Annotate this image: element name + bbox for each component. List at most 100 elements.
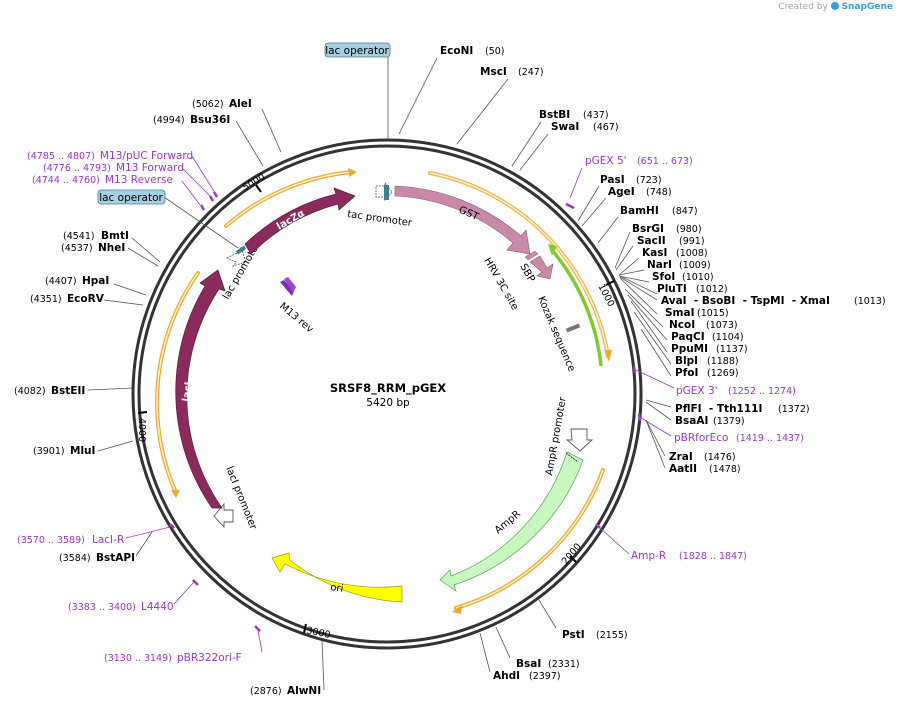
- primer-laci-r: LacI-R: [92, 534, 124, 546]
- tick-label-4000: 4000: [136, 418, 147, 442]
- primer-pbr322ori: pBR322ori-F: [177, 652, 242, 664]
- site-msci-pos: (247): [518, 67, 544, 78]
- orf-arrowhead-laci: [171, 490, 180, 498]
- site-bmti: BmtI: [101, 230, 129, 242]
- hrv-label: HRV 3C site: [481, 256, 520, 312]
- site-hpai: HpaI: [82, 275, 109, 287]
- site-mlui: MluI: [70, 445, 95, 457]
- ori-feature: [271, 552, 403, 603]
- credit-prefix: Created by: [778, 2, 828, 12]
- site-ecorv: EcoRV: [67, 293, 105, 305]
- site-labels-left: (5062) AleI (4994) Bsu36I (4541) BmtI (4…: [14, 98, 321, 697]
- site-bstapi: BstAPI: [96, 552, 135, 564]
- backbone-outer-ring: [131, 138, 643, 650]
- laci-feature: [175, 269, 226, 509]
- site-blpi-pos: (1188): [707, 356, 739, 367]
- site-agei: AgeI: [608, 186, 635, 198]
- site-mlui-pos: (3901): [33, 446, 65, 457]
- backbone-inner-ring: [137, 144, 637, 644]
- site-sfoi-pos: (1010): [682, 272, 714, 283]
- site-kasi-pos: (1008): [676, 248, 708, 259]
- primer-amp-r-range: (1828 .. 1847): [679, 551, 747, 562]
- tick-label-5000: 5000: [241, 171, 267, 193]
- site-smai: SmaI: [665, 307, 695, 319]
- primer-labels: pGEX 5' (651 .. 673) pGEX 3' (1252 .. 12…: [17, 150, 804, 664]
- m13-rev-label: M13 rev: [277, 301, 315, 336]
- site-alei: AleI: [229, 98, 252, 110]
- m13-rev-feature-2: [284, 277, 296, 293]
- site-agei-pos: (748): [646, 187, 672, 198]
- site-pfoi: PfoI: [675, 367, 698, 379]
- snapgene-credit: Created by SnapGene: [778, 2, 893, 12]
- site-ecorv-pos: (4351): [30, 294, 62, 305]
- primer-m13-forward-range: (4776 .. 4793): [43, 163, 111, 174]
- site-zrai-pos: (1476): [704, 452, 736, 463]
- site-ppumi-pos: (1137): [716, 344, 748, 355]
- primer-m13-forward: M13 Forward: [116, 162, 184, 174]
- lacza-feature: [244, 187, 356, 255]
- site-alwni: AlwNI: [287, 685, 321, 697]
- site-paqci-pos: (1104): [712, 332, 744, 343]
- site-bsrgi-pos: (980): [676, 224, 702, 235]
- ruler-ticks: [137, 184, 615, 634]
- gst-feature: [394, 185, 531, 255]
- site-bstbi-pos: (437): [583, 110, 609, 121]
- site-bsu36i-pos: (4994): [153, 115, 185, 126]
- hrv-3c-site-feature: [524, 250, 539, 261]
- site-bsai-pos: (2331): [548, 659, 580, 670]
- site-msci: MscI: [480, 66, 507, 78]
- credit-brand: SnapGene: [841, 2, 893, 12]
- tac-promoter-label: tac promoter: [347, 209, 414, 229]
- tick-label-3000: 3000: [305, 625, 331, 641]
- leader-lines-left: [87, 108, 325, 691]
- lac-operator-top-label: lac operator: [325, 45, 389, 57]
- tick-3000: [303, 623, 307, 634]
- primer-m13-reverse-range: (4744 .. 4760): [32, 175, 100, 186]
- primer-pbrforeco-range: (1419 .. 1437): [736, 433, 804, 444]
- tick-1000: [605, 280, 615, 286]
- site-bsteii: BstEII: [51, 385, 85, 397]
- site-kasi: KasI: [642, 247, 667, 259]
- ampr-join: [565, 452, 579, 463]
- kozak-label: Kozak sequence: [535, 295, 577, 374]
- site-bstapi-pos: (3584): [59, 553, 91, 564]
- site-nari-pos: (1009): [679, 260, 711, 271]
- primer-m13-reverse: M13 Reverse: [105, 174, 173, 186]
- orf-arrowhead-ampr: [452, 605, 462, 614]
- tick-5000: [255, 184, 262, 193]
- site-ppumi: PpuMI: [671, 343, 708, 355]
- site-labels-right: EcoNI (50) MscI (247) BstBI (437) SwaI (…: [440, 45, 886, 682]
- laci-promoter-feature: [213, 502, 234, 529]
- site-ahdi-pos: (2397): [529, 671, 561, 682]
- site-ncoi: NcoI: [669, 319, 695, 331]
- kozak-feature: [565, 323, 581, 333]
- primer-m13puc-range: (4785 .. 4807): [27, 151, 95, 162]
- green-orf-arrowhead: [548, 244, 557, 256]
- primer-pbrforeco: pBRforEco: [674, 432, 728, 444]
- ampr-feature: [439, 451, 584, 592]
- green-orf-arc: [550, 248, 603, 367]
- site-bstbi: BstBI: [539, 109, 570, 121]
- site-smai-pos: (1015): [697, 308, 729, 319]
- site-zrai: ZraI: [669, 451, 693, 463]
- site-pluti: PluTI: [657, 283, 687, 295]
- m13-rev-feature: [280, 280, 294, 296]
- site-aatii: AatII: [669, 463, 697, 475]
- primer-pgex5: pGEX 5': [585, 155, 627, 167]
- leader-lines: [398, 57, 672, 673]
- site-sacii: SacII: [637, 235, 666, 247]
- site-alwni-pos: (2876): [250, 686, 282, 697]
- site-sfoi: SfoI: [652, 271, 675, 283]
- site-pflfi-group: PflFI - Tth111I: [675, 403, 762, 415]
- site-paqci: PaqCI: [671, 331, 705, 343]
- primer-pgex3: pGEX 3': [676, 385, 718, 397]
- site-bsu36i: Bsu36I: [190, 114, 230, 126]
- site-pasi: PasI: [600, 174, 625, 186]
- tick-label-2000: 2000: [560, 541, 584, 567]
- lac-operator-left-label: lac operator: [99, 192, 163, 204]
- site-ahdi: AhdI: [493, 670, 520, 682]
- site-bsaai-pos: (1379): [713, 416, 745, 427]
- site-swai-pos: (467): [593, 122, 619, 133]
- site-aatii-pos: (1478): [709, 464, 741, 475]
